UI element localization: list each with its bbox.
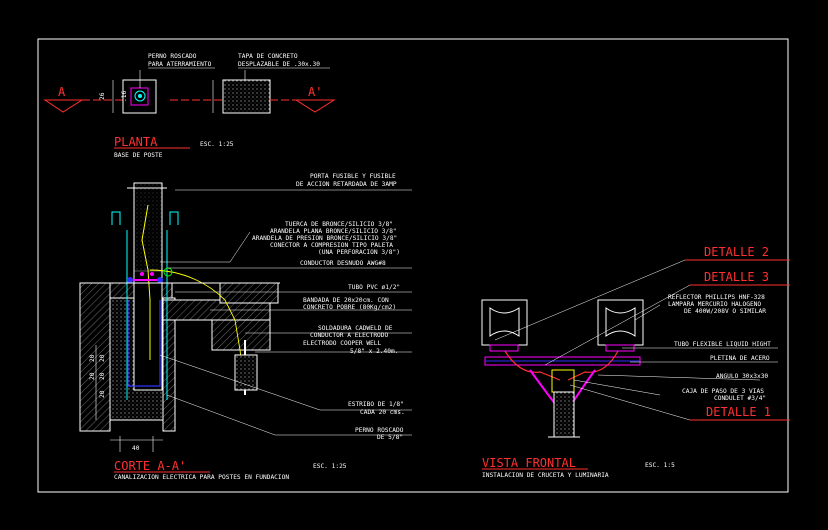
vista-title: VISTA FRONTAL [482,456,576,470]
corte-label-2: TUERCA DE BRONCE/SILICIO 3/8" [285,221,393,228]
vista-label-1: LAMPARA MERCURIO HALOGENO [668,301,761,308]
label-tapa-1: TAPA DE CONCRETO [238,53,298,60]
label-tapa-2: DESPLAZABLE DE .30x.30 [238,61,320,68]
corte-subtitle: CANALIZACION ELECTRICA PARA POSTES EN FU… [114,474,289,481]
corte-view: 20 20 20 20 20 40 PORTA FUSIBLE Y FUSIBL… [79,173,412,481]
section-marker-a2 [294,99,336,113]
corte-label-0: PORTA FUSIBLE Y FUSIBLE [310,173,396,180]
planta-view: A 26 .16 A' PERNO ROSCADO PARA ATERRAMIE… [43,53,336,159]
corte-label-6: (UNA PERFORACION 3/8") [318,249,400,256]
corte-title: CORTE A-A' [114,459,186,473]
section-marker-a [43,99,84,113]
vista-label-6: CAJA DE PASO DE 3 VIAS [682,388,764,395]
vista-pole [553,391,575,438]
reflector-left [481,299,528,346]
drawing-frame [37,38,789,493]
dim-v-2: 20 [89,372,96,380]
detalle-1: DETALLE 1 [706,405,771,419]
vista-subtitle: INSTALACION DE CRUCETA Y LUMINARIA [482,472,609,479]
vista-label-7: CONDULET #3/4" [714,395,766,402]
dim-v-5: 20 [99,390,106,398]
vista-label-2: DE 400W/208V O SIMILAR [684,308,766,315]
dim-v-1: 20 [89,354,96,362]
corte-label-10: CONCRETO POBRE (80Kg/cm2) [303,304,396,311]
corte-label-8: TUBO PVC ø1/2" [348,284,400,291]
corte-label-14: 5/8" x 2.40m. [350,348,398,355]
dim-v-4: 20 [99,372,106,380]
dim-v-3: 20 [99,354,106,362]
section-a-label: A [58,85,66,99]
planta-title: PLANTA [114,135,158,149]
section-a2-label: A' [308,85,322,99]
vista-label-3: TUBO FLEXIBLE LIQUID HIGHT [674,341,771,348]
planta-dim-small: .16 [121,91,128,102]
vista-frontal-view: DETALLE 2 DETALLE 3 DETALLE 1 REFLECTOR … [481,245,790,479]
label-perno-2: PARA ATERRAMIENTO [148,61,212,68]
corte-label-5: CONECTOR A COMPRESION TIPO PALETA [270,242,393,249]
vista-label-5: ANGULO 30x3x30 [716,373,768,380]
planta-subtitle: BASE DE POSTE [114,152,163,159]
corte-label-12: CONDUCTOR A ELECTRODO [310,332,389,339]
corte-label-1: DE ACCION RETARDADA DE 3AMP [296,181,397,188]
corte-label-11: SOLDADURA CADWELD DE [318,325,393,332]
detalle-2: DETALLE 2 [704,245,769,259]
corte-label-15: ESTRIBO DE 1/8" [348,401,404,408]
corte-label-4: ARANDELA DE PRESION BRONCE/SILICIO 3/8" [252,235,397,242]
corte-label-16: CADA 20 cms. [360,409,405,416]
planta-tapa [222,79,271,114]
corte-label-17: PERNO ROSCADO [355,427,404,434]
corte-label-18: DE 5/8" [377,434,403,441]
corte-label-3: ARANDELA PLANA BRONCE/SILICIO 3/8" [270,228,397,235]
vista-label-4: PLETINA DE ACERO [710,355,770,362]
corte-scale: ESC. 1:25 [313,463,347,470]
reflector-right [597,299,644,346]
label-perno-1: PERNO ROSCADO [148,53,197,60]
planta-dim-left: 26 [99,92,106,100]
vista-scale: ESC. 1:5 [645,462,675,469]
corte-label-7: CONDUCTOR DESNUDO AWG#8 [300,260,386,267]
planta-scale: ESC. 1:25 [200,141,234,148]
corte-label-13: ELECTRODO COOPER WELL [303,340,382,347]
detalle-3: DETALLE 3 [704,270,769,284]
planta-base-square [122,79,157,114]
corte-label-9: BANDADA DE 20x20cm. CON [303,297,389,304]
dim-bottom: 40 [132,445,140,452]
vista-label-0: REFLECTOR PHILLIPS HNF-328 [668,294,765,301]
junction-box [551,369,575,393]
